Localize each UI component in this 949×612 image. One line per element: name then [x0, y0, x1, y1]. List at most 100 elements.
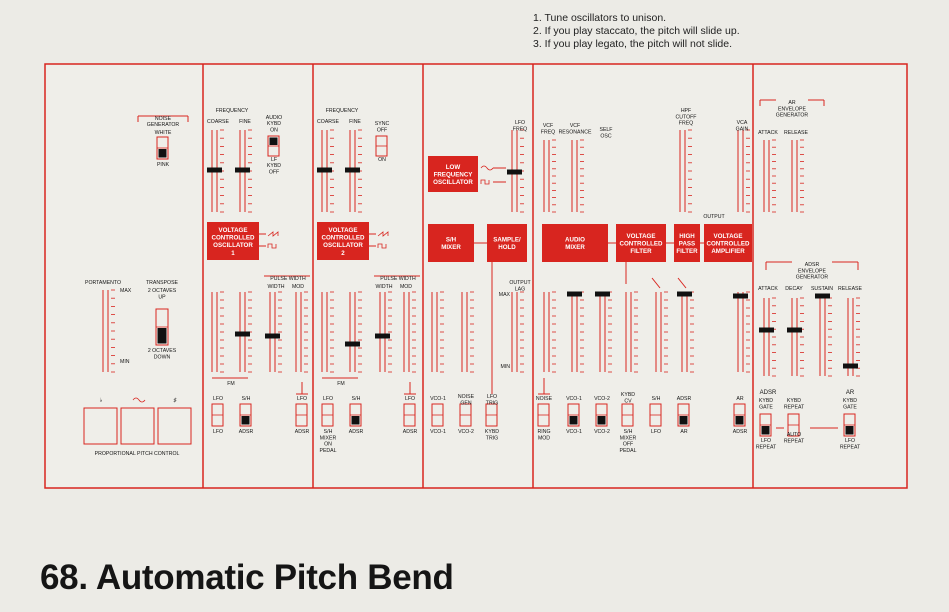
module-box-label: 2: [341, 250, 345, 257]
module-box: [207, 222, 259, 260]
module-box-label: SAMPLE/: [493, 237, 521, 244]
panel-label: DECAY: [785, 286, 803, 292]
switch-lever: [735, 416, 744, 425]
wave-icon: [480, 165, 494, 171]
panel-label: VCO-1: [430, 396, 446, 402]
panel-label: FREQ: [679, 121, 693, 127]
panel-label: 2 OCTAVES: [148, 288, 177, 294]
panel-label: LFO: [761, 438, 771, 444]
panel-label: ADSR: [403, 429, 418, 435]
slider-knob: [317, 167, 332, 173]
panel-label: S/H: [352, 396, 361, 402]
square-icon: [377, 243, 387, 249]
panel-label: FREQUENCY: [326, 108, 359, 114]
switch-lever: [158, 149, 167, 158]
panel-label: TRIG: [486, 435, 498, 441]
module-box-label: 1: [231, 250, 235, 257]
panel-label: ADSR: [733, 429, 748, 435]
panel-label: ON: [324, 442, 332, 448]
panel-label: PINK: [157, 162, 170, 168]
panel-label: TRANSPOSE: [146, 280, 179, 286]
module-box: [428, 156, 478, 192]
module-box: [616, 224, 666, 262]
panel-label: FINE: [349, 119, 361, 125]
panel-label: PORTAMENTO: [85, 280, 121, 286]
panel-label: WIDTH: [376, 284, 393, 290]
panel-label: KYBD: [267, 163, 281, 169]
panel-label: VCO-1: [566, 396, 582, 402]
panel-label: KYBD: [485, 429, 499, 435]
panel-label: LFO: [845, 438, 855, 444]
module-box-label: OSCILLATOR: [323, 242, 363, 249]
panel-label: KYBD: [843, 398, 857, 404]
note-2: 2. If you play staccato, the pitch will …: [533, 25, 740, 37]
slider-knob: [843, 363, 858, 369]
switch-lever: [351, 416, 360, 425]
module-box-label: OSCILLATOR: [213, 242, 253, 249]
panel-label: VCA: [737, 120, 748, 126]
panel-label: PEDAL: [319, 448, 336, 454]
panel-label: S/H: [324, 429, 333, 435]
switch-lever: [679, 416, 688, 425]
slider-knob: [787, 327, 802, 333]
section-dividers: [202, 64, 754, 488]
panel-label: RING: [538, 429, 551, 435]
slider-knob: [567, 291, 582, 297]
switch-lever: [761, 426, 770, 435]
panel-label: S/H: [242, 396, 251, 402]
panel-label: ATTACK: [758, 286, 778, 292]
pitch-pad: [157, 407, 192, 445]
module-box: [674, 224, 700, 262]
module-box-label: OSCILLATOR: [433, 179, 473, 186]
module-box: [487, 224, 527, 262]
panel-label: ATTACK: [758, 130, 778, 136]
module-box-label: S/H: [446, 237, 457, 244]
panel-label: VCF: [543, 123, 553, 129]
slider-knob: [815, 293, 830, 299]
panel-label: ADSR: [805, 262, 820, 268]
slider-knob: [677, 291, 692, 297]
panel-label: OFF: [377, 127, 387, 133]
module-box-label: FILTER: [630, 248, 652, 255]
panel-label: TRIG: [486, 400, 498, 406]
module-box-label: VOLTAGE: [627, 233, 656, 240]
panel-label: MAX: [120, 288, 132, 294]
panel-label: LF: [271, 157, 277, 163]
panel-label: RELEASE: [838, 286, 862, 292]
module-box-label: FREQUENCY: [434, 171, 474, 178]
panel-label: MIXER: [320, 435, 337, 441]
panel-label: GENERATOR: [776, 113, 809, 119]
module-box-label: MIXER: [441, 244, 461, 251]
panel-label: WIDTH: [268, 284, 285, 290]
slider-knob: [507, 169, 522, 175]
panel-label: VCF: [570, 123, 580, 129]
switch-lever: [845, 426, 854, 435]
panel-label: FINE: [239, 119, 251, 125]
panel-label: GATE: [759, 404, 773, 410]
panel-label: NOISE: [536, 396, 553, 402]
panel-label: RELEASE: [784, 130, 808, 136]
module-box-label: CONTROLLED: [212, 235, 255, 242]
panel-label: S/H: [624, 429, 633, 435]
panel-label: LFO: [297, 396, 307, 402]
panel-label: OUTPUT: [509, 280, 531, 286]
panel-label: COARSE: [317, 119, 339, 125]
panel-label: MIXER: [620, 435, 637, 441]
panel-label: AR: [846, 390, 855, 396]
panel-label: PEDAL: [619, 448, 636, 454]
module-box-label: VOLTAGE: [219, 227, 248, 234]
slider-knob: [207, 167, 222, 173]
panel-label: VCO-2: [594, 429, 610, 435]
slider-knob: [733, 293, 748, 299]
panel-label: ADSR: [295, 429, 310, 435]
panel-label: ON: [270, 127, 278, 133]
panel-label: AUDIO: [266, 115, 282, 121]
panel-label: WHITE: [155, 130, 172, 136]
panel-label: CV: [624, 398, 632, 404]
panel-label: AR: [788, 100, 795, 106]
panel-label: SUSTAIN: [811, 286, 833, 292]
panel-label: NOISE: [155, 116, 172, 122]
panel-label: LAG: [515, 286, 525, 292]
panel-label: GENERATOR: [796, 275, 829, 281]
panel-label: RESONANCE: [559, 129, 592, 135]
